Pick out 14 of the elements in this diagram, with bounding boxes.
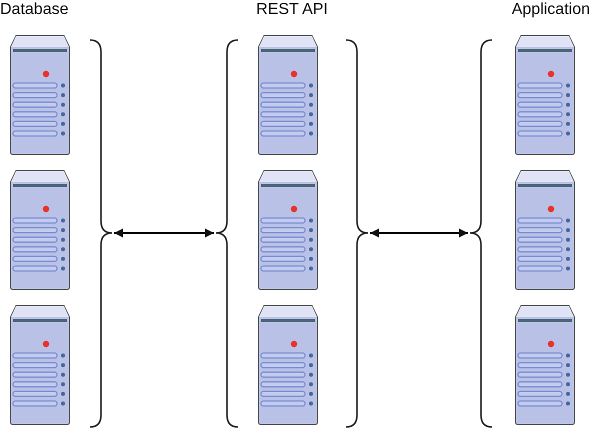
column-heading: REST API: [256, 0, 328, 20]
server-drawing: [515, 305, 575, 425]
column-heading: Application: [512, 0, 590, 20]
server-drawing: [258, 170, 318, 290]
server-drawing: [258, 305, 318, 425]
double-arrow: [114, 228, 214, 238]
server-drawing: [515, 170, 575, 290]
server-drawing: [258, 35, 318, 155]
double-arrow: [370, 228, 468, 238]
column-heading: Database: [0, 0, 68, 20]
server-drawing: [515, 35, 575, 155]
server-drawing: [10, 35, 70, 155]
server-drawing: [10, 170, 70, 290]
server-drawing: [10, 305, 70, 425]
